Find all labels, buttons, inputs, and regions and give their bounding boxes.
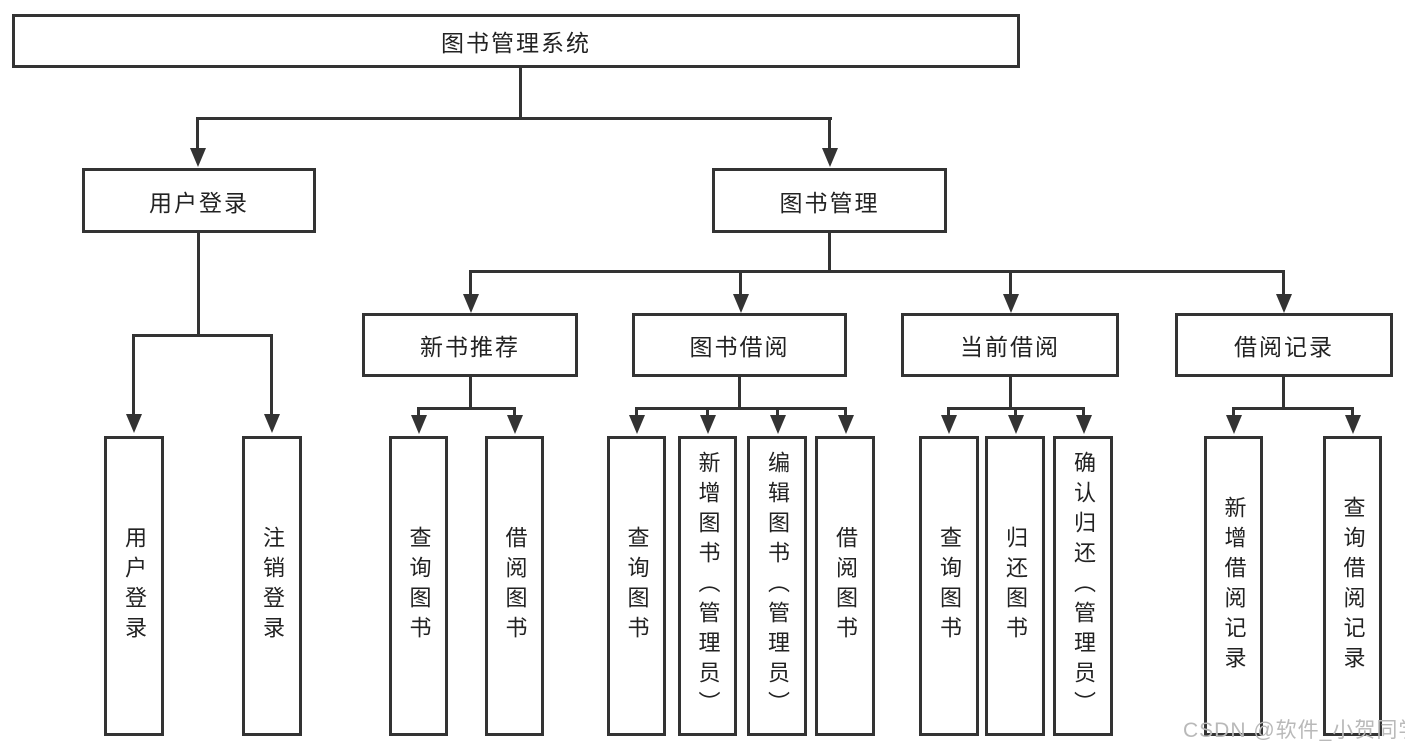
connector-section-stem [738, 377, 741, 409]
leaf-query-books-borrowing: 查询图书 [607, 436, 666, 736]
arrow-down-icon [629, 415, 645, 434]
connector-arrow-stem [1082, 407, 1085, 416]
arrow-down-icon [463, 294, 479, 313]
leaf-add-books-admin: 新增图书（管理员） [678, 436, 737, 736]
arrow-down-icon [126, 414, 142, 433]
node-book-borrowing: 图书借阅 [632, 313, 847, 377]
connector-level3-rail [469, 270, 1285, 273]
connector-arrow-stem [828, 117, 831, 149]
connector-arrow-stem [417, 407, 420, 416]
leaf-borrow-books-label: 借阅图书 [833, 526, 858, 646]
connector-user-login-rail [132, 334, 273, 337]
leaf-edit-books-admin-label: 编辑图书（管理员） [765, 451, 790, 721]
arrow-down-icon [822, 148, 838, 167]
watermark-text: CSDN @软件_小贺同学 [1183, 719, 1405, 742]
leaf-return-books: 归还图书 [985, 436, 1045, 736]
node-current-borrowing: 当前借阅 [901, 313, 1119, 377]
arrow-down-icon [264, 414, 280, 433]
connector-arrow-stem [776, 407, 779, 416]
leaf-query-books-current: 查询图书 [919, 436, 979, 736]
connector-arrow-stem [270, 334, 273, 414]
node-user-login-group: 用户登录 [82, 168, 316, 233]
arrow-down-icon [733, 294, 749, 313]
leaf-confirm-return-admin: 确认归还（管理员） [1053, 436, 1113, 736]
leaf-borrow-books: 借阅图书 [815, 436, 875, 736]
connector-arrow-stem [1282, 270, 1285, 296]
connector-user-login-stem [197, 233, 200, 336]
leaf-query-borrow-record: 查询借阅记录 [1323, 436, 1382, 736]
connector-arrow-stem [706, 407, 709, 416]
leaf-add-books-admin-label: 新增图书（管理员） [695, 451, 721, 721]
arrow-down-icon [1003, 294, 1019, 313]
arrow-down-icon [700, 415, 716, 434]
connector-arrow-stem [1351, 407, 1354, 416]
connector-arrow-stem [739, 270, 742, 296]
leaf-query-books-borrowing-label: 查询图书 [624, 526, 650, 646]
node-new-book-recommend-label: 新书推荐 [420, 334, 520, 360]
connector-level2-rail [196, 117, 832, 120]
connector-arrow-stem [469, 270, 472, 296]
connector-section-stem [1009, 377, 1012, 409]
node-borrowing-records-label: 借阅记录 [1234, 334, 1334, 360]
node-book-management-label: 图书管理 [779, 189, 880, 216]
leaf-logout: 注销登录 [242, 436, 302, 736]
arrow-down-icon [1345, 415, 1361, 434]
leaf-query-books-recommend: 查询图书 [389, 436, 448, 736]
connector-arrow-stem [1232, 407, 1235, 416]
connector-book-management-stem [828, 233, 831, 272]
arrow-down-icon [1076, 415, 1092, 434]
arrow-down-icon [770, 415, 786, 434]
connector-section-stem [469, 377, 472, 409]
node-book-management: 图书管理 [712, 168, 947, 233]
leaf-borrow-books-recommend: 借阅图书 [485, 436, 544, 736]
leaf-query-borrow-record-label: 查询借阅记录 [1340, 496, 1366, 676]
node-new-book-recommend: 新书推荐 [362, 313, 578, 377]
leaf-confirm-return-admin-label: 确认归还（管理员） [1071, 451, 1096, 721]
arrow-down-icon [941, 415, 957, 434]
connector-arrow-stem [844, 407, 847, 416]
connector-arrow-stem [1009, 270, 1012, 296]
leaf-logout-label: 注销登录 [260, 526, 285, 646]
arrow-down-icon [838, 415, 854, 434]
leaf-user-login-label: 用户登录 [122, 526, 147, 646]
node-current-borrowing-label: 当前借阅 [960, 334, 1060, 360]
connector-section-rail [1232, 407, 1354, 410]
arrow-down-icon [507, 415, 523, 434]
connector-section-stem [1282, 377, 1285, 409]
arrow-down-icon [1226, 415, 1242, 434]
node-user-login-group-label: 用户登录 [149, 189, 249, 216]
node-root: 图书管理系统 [12, 14, 1020, 68]
leaf-query-books-current-label: 查询图书 [937, 526, 962, 646]
connector-root-stem [519, 66, 522, 119]
connector-section-rail [417, 407, 516, 410]
leaf-add-borrow-record-label: 新增借阅记录 [1221, 496, 1247, 676]
arrow-down-icon [1008, 415, 1024, 434]
connector-arrow-stem [635, 407, 638, 416]
arrow-down-icon [190, 148, 206, 167]
connector-arrow-stem [513, 407, 516, 416]
connector-arrow-stem [1014, 407, 1017, 416]
arrow-down-icon [1276, 294, 1292, 313]
leaf-borrow-books-recommend-label: 借阅图书 [502, 526, 528, 646]
connector-arrow-stem [132, 334, 135, 414]
connector-section-rail [635, 407, 847, 410]
leaf-add-borrow-record: 新增借阅记录 [1204, 436, 1263, 736]
arrow-down-icon [411, 415, 427, 434]
connector-arrow-stem [196, 117, 199, 149]
leaf-edit-books-admin: 编辑图书（管理员） [747, 436, 807, 736]
leaf-user-login: 用户登录 [104, 436, 164, 736]
node-root-label: 图书管理系统 [441, 30, 591, 56]
connector-arrow-stem [947, 407, 950, 416]
node-borrowing-records: 借阅记录 [1175, 313, 1393, 377]
node-book-borrowing-label: 图书借阅 [689, 334, 790, 360]
leaf-return-books-label: 归还图书 [1003, 526, 1028, 646]
leaf-query-books-recommend-label: 查询图书 [406, 526, 432, 646]
